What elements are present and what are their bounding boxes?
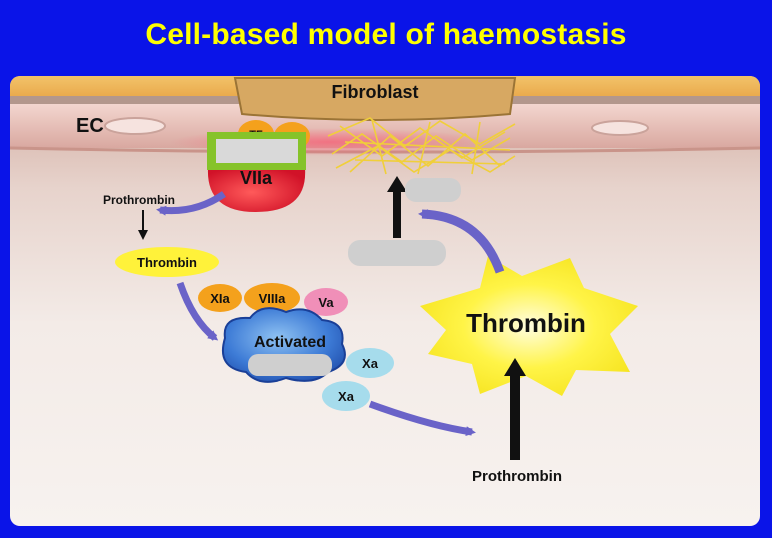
thrombin-small [115, 247, 219, 277]
viia-factor [207, 168, 306, 212]
arrow-shaft-fibrin [393, 188, 401, 238]
redaction-box-fibrin [405, 178, 461, 202]
arrow-shaft-prothrombin-right [510, 372, 520, 460]
prothrombin-left-label: Prothrombin [103, 193, 175, 207]
slide-title: Cell-based model of haemostasis [145, 18, 627, 51]
viiia-factor [244, 283, 300, 313]
arrow-thrombin-to-fibrinogen [418, 209, 505, 274]
va-label: Va [318, 295, 334, 310]
prothrombin-right-label: Prothrombin [472, 468, 562, 485]
arrow-xa-to-prothrombin [368, 400, 476, 437]
activated-label: Activated [254, 334, 326, 351]
redaction-box-activated [248, 354, 332, 376]
thrombin-burst [420, 256, 638, 396]
thrombin-small-label: Thrombin [137, 255, 197, 270]
xa-label-2: Xa [338, 389, 355, 404]
thrombin-burst-label: Thrombin [466, 308, 586, 338]
fibroblast-label: Fibroblast [331, 82, 418, 102]
redaction-box-fibrinogen [348, 240, 446, 266]
xa-factor-2 [322, 381, 370, 411]
va-factor [304, 288, 348, 316]
diagram-panel: Fibroblast EC TF TF VIIa Prothrombin [10, 76, 760, 526]
fibrin-mesh [327, 117, 516, 175]
xa-label-1: Xa [362, 356, 379, 371]
xa-factor-1 [346, 348, 394, 378]
xia-factor [198, 284, 242, 312]
xia-label: XIa [210, 291, 230, 306]
viia-label: VIIa [240, 168, 273, 188]
viiia-label: VIIIa [259, 291, 287, 306]
arrow-head-small [138, 230, 148, 240]
arrow-head-prothrombin-right [504, 358, 526, 376]
arrow-thrombin-to-cofactors [176, 281, 219, 341]
ec-label: EC [76, 115, 104, 137]
fibroblast-cell [233, 77, 517, 121]
redaction-box-grey [216, 139, 298, 163]
haemostasis-diagram: Fibroblast EC TF TF VIIa Prothrombin [10, 76, 760, 485]
arrow-viia-to-prothrombin [156, 191, 226, 216]
arrow-head-fibrin [387, 176, 407, 192]
